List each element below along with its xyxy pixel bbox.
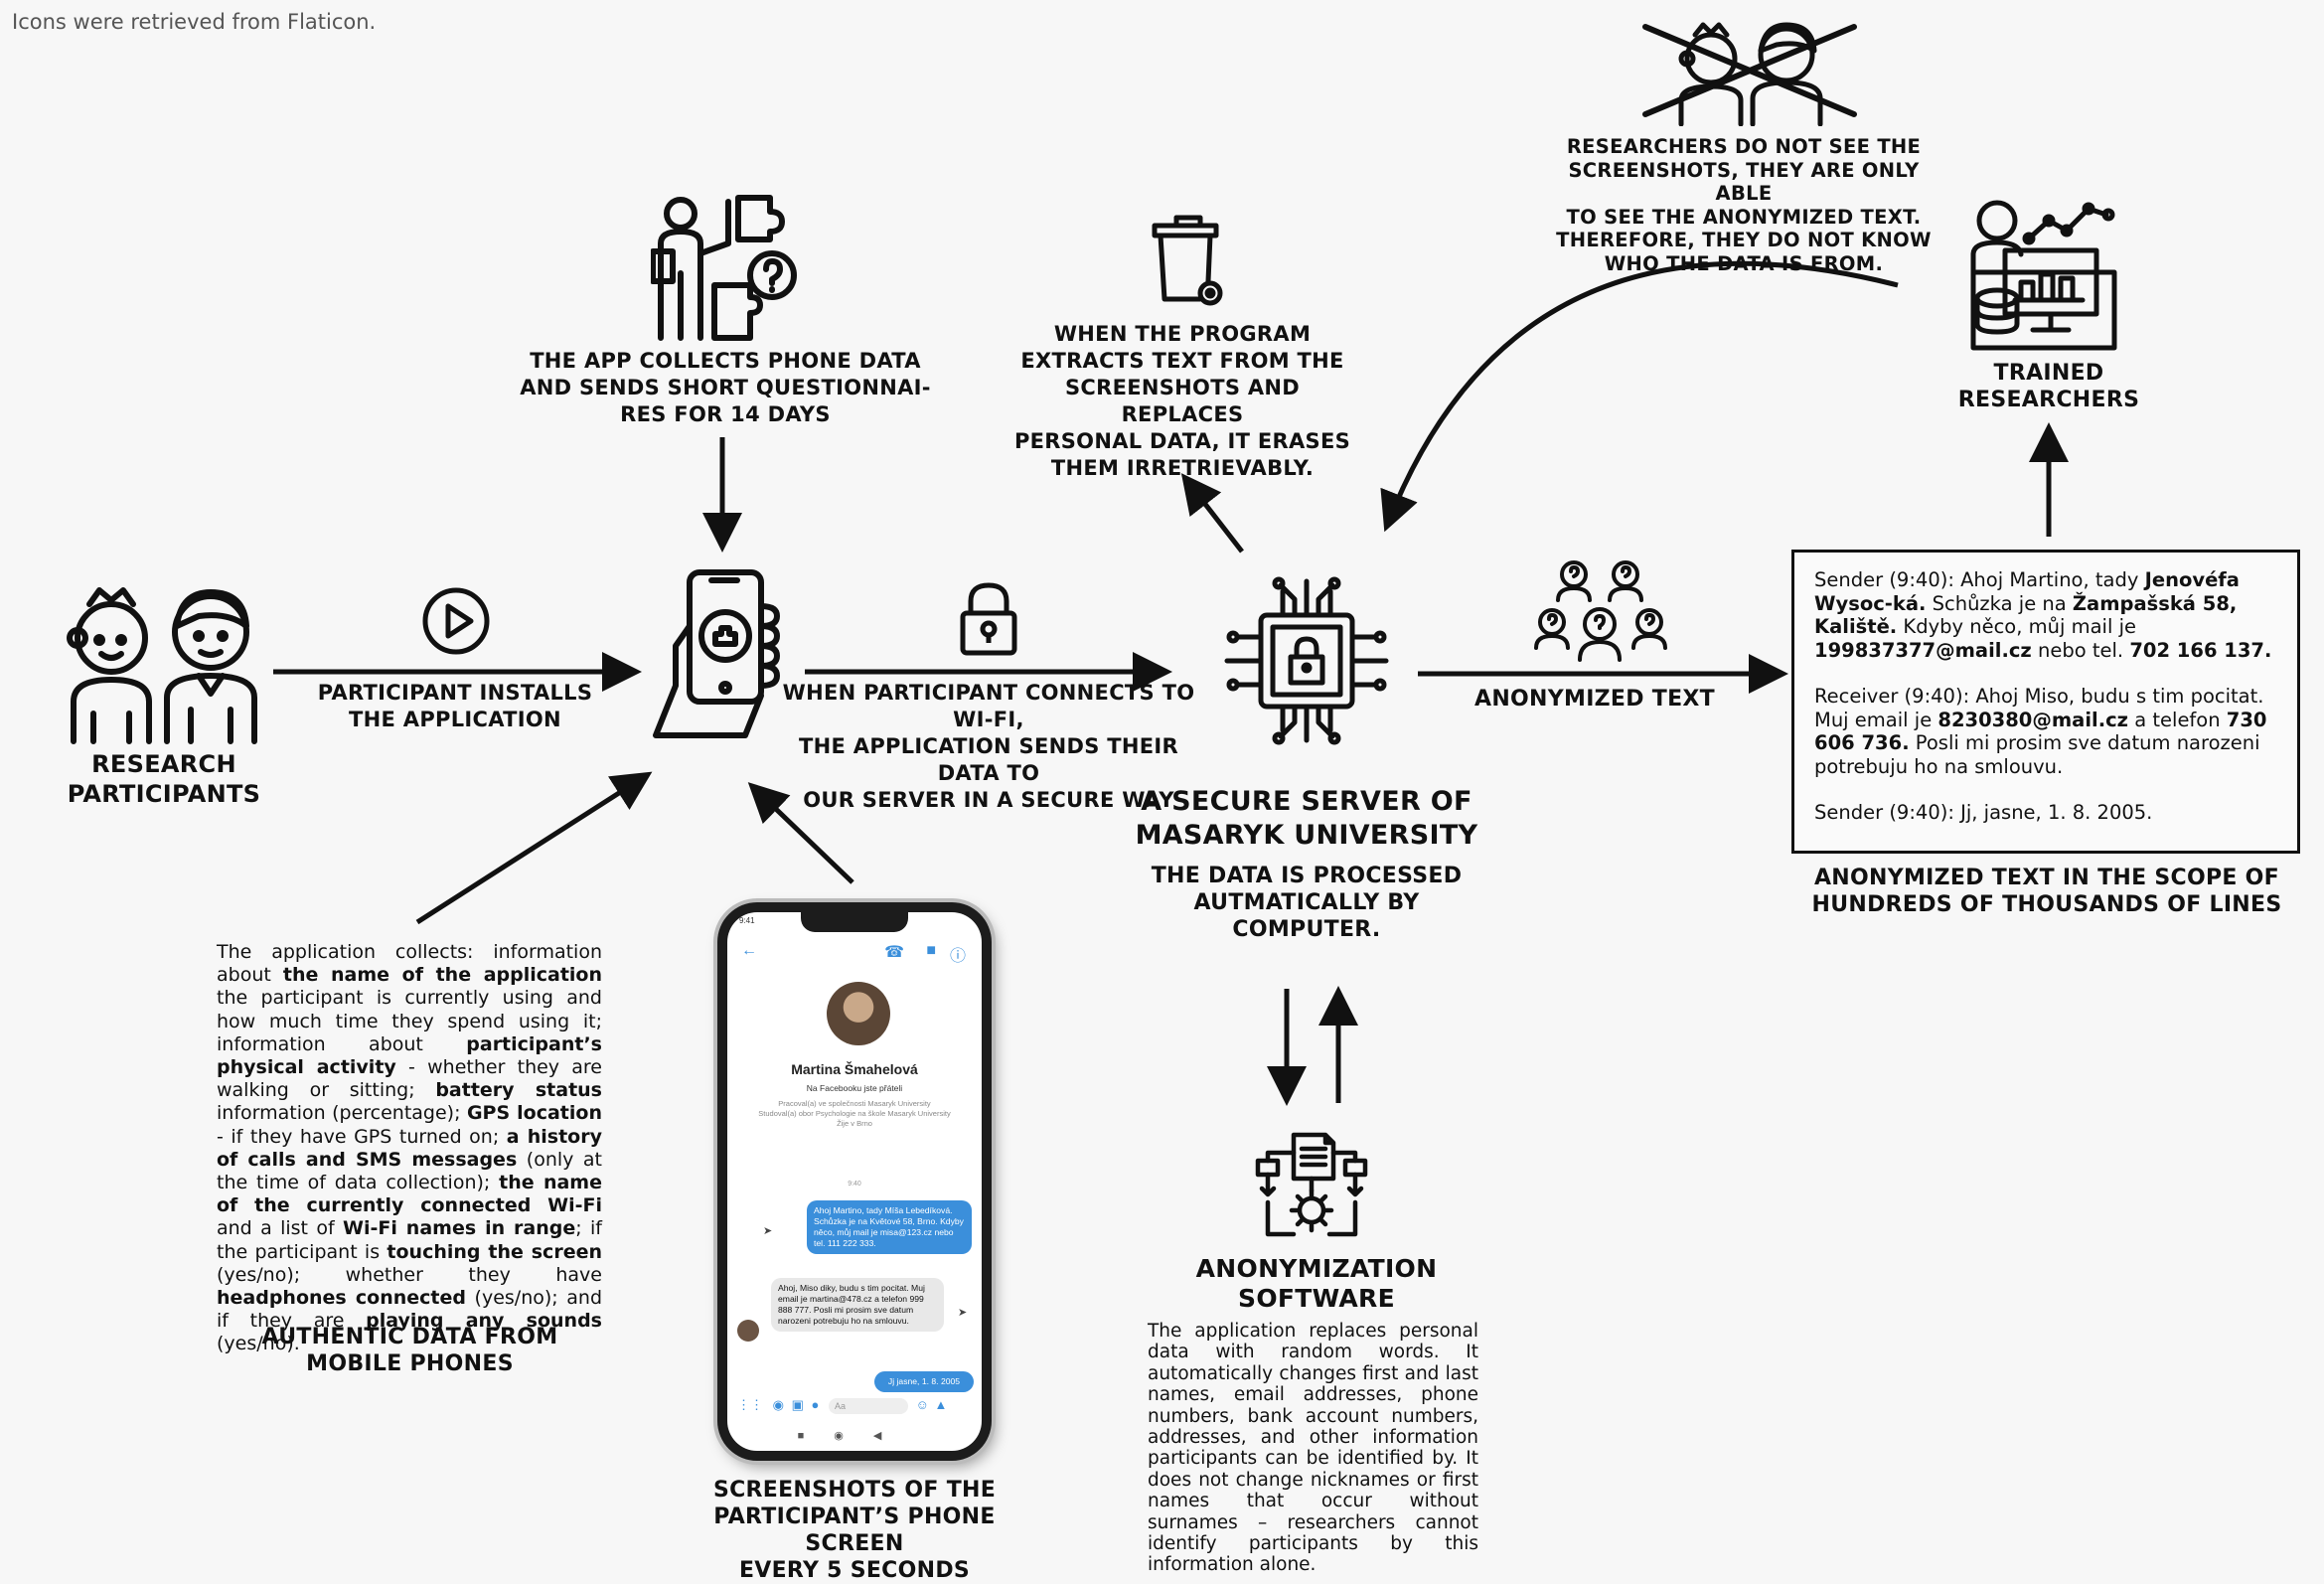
emoji-icon[interactable]: ☺	[915, 1397, 929, 1412]
play-icon	[421, 586, 491, 656]
phone-notch	[801, 912, 908, 932]
collects-description: The application collects: information ab…	[217, 941, 603, 1355]
contact-name: Martina Šmahelová	[791, 1061, 918, 1077]
software-description: The application replaces personal data w…	[1148, 1321, 1478, 1576]
message-bubble-in: Ahoj, Miso diky, budu s tim pocitat. Muj…	[771, 1278, 944, 1332]
anonymized-text-label: ANONYMIZED TEXT	[1474, 687, 1715, 712]
video-icon[interactable]: ■	[926, 942, 936, 959]
share-icon[interactable]: ➤	[763, 1225, 773, 1237]
phone-top-bar: ← ☎ ■ ⓘ	[741, 942, 968, 965]
back-arrow-icon[interactable]: ←	[741, 942, 757, 959]
arrow-authentic-to-app	[415, 771, 653, 925]
avatar	[827, 982, 890, 1045]
puzzle-person-icon	[651, 194, 800, 343]
message-time: 9:40	[848, 1181, 861, 1188]
message-bubble-out: Ahoj Martino, tady Míša Lebedíková. Schů…	[807, 1200, 972, 1254]
contact-info: Pracoval(a) ve společnosti Masaryk Unive…	[758, 1099, 951, 1128]
phone-nav-bar: ■◉◀	[797, 1430, 912, 1442]
image-icon[interactable]: ▣	[791, 1397, 804, 1412]
message-bubble-out-2: Jj jasne, 1. 8. 2005	[874, 1371, 974, 1392]
arrow-screenshots-to-app	[747, 782, 854, 884]
crossed-children-icon	[1637, 15, 1858, 126]
call-icon[interactable]: ☎	[884, 944, 904, 961]
phone-screenshot: 9:41 ← ☎ ■ ⓘ Martina Šmahelová Na Facebo…	[717, 902, 992, 1461]
wifi-label: WHEN PARTICIPANT CONNECTS TO WI-FI,THE A…	[782, 681, 1195, 812]
people-question-icon	[1530, 556, 1669, 666]
mic-icon[interactable]: ●	[811, 1397, 820, 1412]
credit-note: Icons were retrieved from Flaticon.	[12, 10, 377, 34]
researcher-dashboard-icon	[1969, 199, 2118, 354]
camera-icon[interactable]: ◉	[772, 1397, 784, 1412]
phone-input-bar: ⋮⋮ ◉ ▣ ● Aa ☺ ▲	[737, 1397, 972, 1417]
like-icon[interactable]: ▲	[934, 1397, 948, 1412]
anon-message-sender-2: Sender (9:40): Jj, jasne, 1. 8. 2005.	[1814, 801, 2153, 824]
hand-phone-icon	[646, 566, 795, 745]
anon-message-receiver: Receiver (9:40): Ahoj Miso, budu s tim p…	[1814, 685, 2267, 778]
message-input[interactable]: Aa	[829, 1397, 908, 1414]
anonymized-text-box: Sender (9:40): Ahoj Martino, tady Jenové…	[1791, 550, 2300, 854]
phone-screen: 9:41 ← ☎ ■ ⓘ Martina Šmahelová Na Facebo…	[727, 912, 982, 1451]
children-icon	[60, 576, 268, 745]
sender-avatar	[737, 1320, 759, 1342]
apps-icon[interactable]: ⋮⋮	[737, 1397, 763, 1412]
arrow-researchers-to-server	[1380, 260, 1899, 533]
info-icon[interactable]: ⓘ	[949, 948, 966, 965]
chip-lock-icon	[1217, 571, 1396, 750]
phone-status-time: 9:41	[739, 916, 755, 925]
friends-note: Na Facebooku jste přáteli	[806, 1083, 903, 1093]
anon-message-sender: Sender (9:40): Ahoj Martino, tady Jenové…	[1814, 568, 2272, 662]
share-icon-2[interactable]: ➤	[958, 1307, 968, 1319]
trash-icon	[1149, 212, 1228, 307]
arrow-server-to-trash	[1180, 473, 1244, 554]
software-gear-icon	[1254, 1131, 1369, 1246]
lock-icon	[959, 581, 1018, 657]
